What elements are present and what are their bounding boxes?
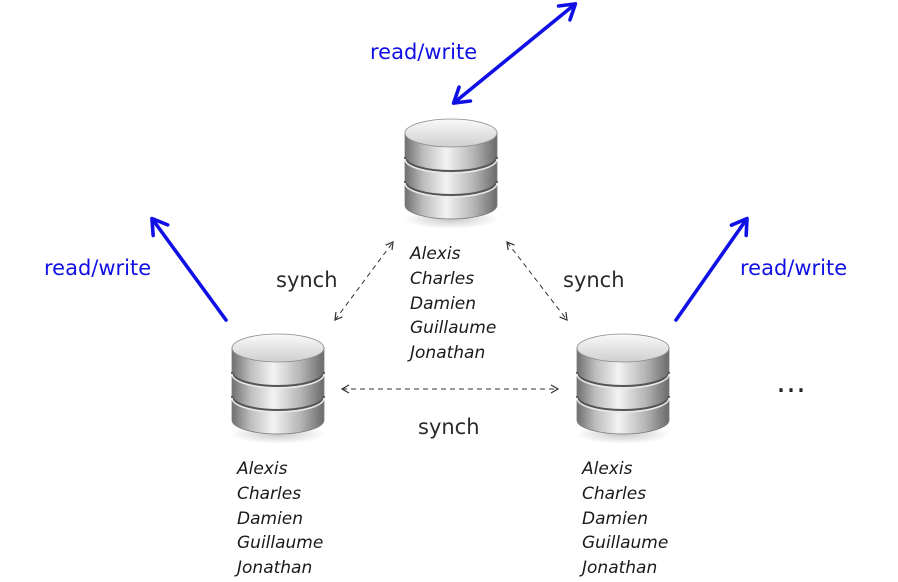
list-item: Jonathan xyxy=(410,343,486,364)
read-write-arrow-right xyxy=(674,216,749,322)
read-write-label-left: read/write xyxy=(44,256,152,280)
name-list-top: Alexis Charles Damien Guillaume Jonathan xyxy=(410,242,496,366)
list-item: Charles xyxy=(237,483,302,504)
synch-arrow-left xyxy=(334,241,394,321)
more-nodes-ellipsis: … xyxy=(776,365,808,400)
synch-label-bottom: synch xyxy=(418,415,480,439)
name-list-right: Alexis Charles Damien Guillaume Jonathan xyxy=(582,457,668,581)
list-item: Damien xyxy=(582,508,649,529)
read-write-label-right: read/write xyxy=(740,256,848,280)
list-item: Guillaume xyxy=(237,533,324,554)
synch-arrow-right xyxy=(506,241,568,321)
list-item: Alexis xyxy=(410,244,461,264)
database-icon-left xyxy=(229,333,327,445)
database-icon-right xyxy=(574,333,672,445)
read-write-label-top: read/write xyxy=(370,40,478,64)
list-item: Damien xyxy=(410,293,477,314)
synch-label-right: synch xyxy=(563,268,625,292)
synch-label-left: synch xyxy=(276,268,338,292)
list-item: Alexis xyxy=(582,459,633,479)
list-item: Damien xyxy=(237,508,304,529)
list-item: Guillaume xyxy=(582,533,669,554)
read-write-arrow-top xyxy=(451,2,578,105)
list-item: Jonathan xyxy=(582,558,658,579)
read-write-arrow-left xyxy=(150,216,228,322)
list-item: Jonathan xyxy=(237,558,313,579)
list-item: Charles xyxy=(410,268,475,289)
list-item: Guillaume xyxy=(410,318,497,339)
name-list-left: Alexis Charles Damien Guillaume Jonathan xyxy=(237,457,323,581)
list-item: Charles xyxy=(582,483,647,504)
list-item: Alexis xyxy=(237,459,288,479)
database-icon-top xyxy=(402,118,500,230)
